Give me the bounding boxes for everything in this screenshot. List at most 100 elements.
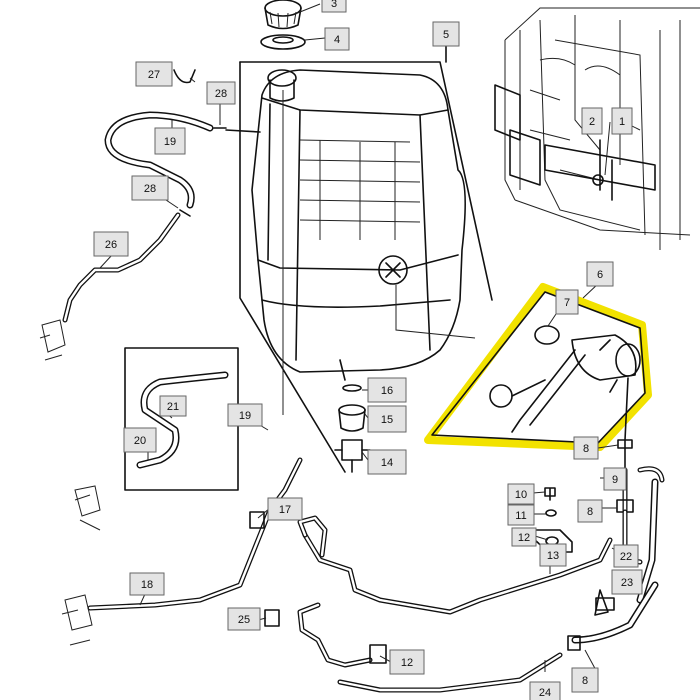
main-fuel-lines <box>87 439 665 693</box>
callout-c12a: 12 <box>511 527 537 547</box>
callout-c15: 15 <box>367 405 407 433</box>
callout-box <box>611 107 633 135</box>
callout-c7: 7 <box>555 289 579 315</box>
callout-c19b: 19 <box>227 403 263 427</box>
callout-number: 24 <box>539 687 551 699</box>
callout-c2: 2 <box>581 107 603 135</box>
callout-number: 16 <box>381 385 393 397</box>
callout-c8a: 8 <box>573 436 599 460</box>
callout-c23: 23 <box>611 569 643 595</box>
callout-c8b: 8 <box>577 499 603 523</box>
callout-box <box>367 405 407 433</box>
callout-box <box>603 467 627 491</box>
callout-number: 15 <box>381 414 393 426</box>
callout-box <box>267 497 303 521</box>
callout-c16: 16 <box>367 377 407 403</box>
callout-c20: 20 <box>123 427 157 453</box>
callout-number: 25 <box>238 614 250 626</box>
callout-box <box>611 569 643 595</box>
callout-c17: 17 <box>267 497 303 521</box>
callout-c6: 6 <box>586 261 614 287</box>
callout-c11: 11 <box>507 504 535 526</box>
sender-leader-lines <box>282 285 476 415</box>
callout-number: 18 <box>141 579 153 591</box>
callout-box <box>507 504 535 526</box>
callout-number: 4 <box>334 34 340 46</box>
callout-number: 8 <box>583 443 589 455</box>
callout-box <box>586 261 614 287</box>
callout-c12b: 12 <box>389 649 425 675</box>
fuel-sender-unit <box>489 325 641 441</box>
callout-box <box>154 127 186 155</box>
callout-c13: 13 <box>539 543 567 567</box>
callout-number: 28 <box>144 183 156 195</box>
callout-number: 19 <box>239 410 251 422</box>
callout-c26: 26 <box>93 231 129 257</box>
clamp-hardware <box>534 487 573 553</box>
callout-number: 5 <box>443 29 449 41</box>
fuel-tank <box>251 69 466 381</box>
callout-box <box>367 449 407 475</box>
callout-box <box>507 483 535 505</box>
callout-c24: 24 <box>529 681 561 700</box>
callout-number: 17 <box>279 504 291 516</box>
callout-box <box>93 231 129 257</box>
callout-box <box>324 27 350 51</box>
callout-number: 12 <box>518 532 530 544</box>
callout-number: 20 <box>134 435 146 447</box>
callout-box <box>206 81 236 105</box>
callout-box <box>159 395 187 417</box>
callout-number: 1 <box>619 116 625 128</box>
callout-number: 14 <box>381 457 393 469</box>
callout-c3: 3 <box>321 0 347 13</box>
callout-box <box>135 61 173 87</box>
callout-box <box>529 681 561 700</box>
callout-box <box>613 544 639 568</box>
callout-box <box>571 667 599 693</box>
callout-c28a: 28 <box>206 81 236 105</box>
callout-c18: 18 <box>129 572 165 596</box>
callout-box <box>511 527 537 547</box>
callout-number: 22 <box>620 551 632 563</box>
callout-c4: 4 <box>324 27 350 51</box>
frame-bracket <box>494 7 700 250</box>
inset-detail-box <box>124 347 239 491</box>
callout-number: 8 <box>582 675 588 687</box>
callout-number: 6 <box>597 269 603 281</box>
callout-c1: 1 <box>611 107 633 135</box>
callout-c19a: 19 <box>154 127 186 155</box>
callout-box <box>129 572 165 596</box>
callout-c27: 27 <box>135 61 173 87</box>
callout-box <box>123 427 157 453</box>
callout-c21: 21 <box>159 395 187 417</box>
callout-number: 13 <box>547 550 559 562</box>
callout-number: 27 <box>148 69 160 81</box>
callout-box <box>227 607 261 631</box>
callout-c28b: 28 <box>131 175 169 201</box>
engine-fittings <box>39 319 101 646</box>
callout-number: 8 <box>587 506 593 518</box>
callout-number: 11 <box>515 510 526 522</box>
callout-c8c: 8 <box>571 667 599 693</box>
callout-box <box>389 649 425 675</box>
callout-c14: 14 <box>367 449 407 475</box>
callout-number: 23 <box>621 577 633 589</box>
callout-number: 7 <box>564 297 570 309</box>
callout-number: 12 <box>401 657 413 669</box>
tank-group-box <box>239 43 493 473</box>
cap-gasket <box>260 34 306 50</box>
sender-unit-highlight <box>424 283 652 451</box>
callout-number: 28 <box>215 88 227 100</box>
callout-c25: 25 <box>227 607 261 631</box>
callout-c10: 10 <box>507 483 535 505</box>
drain-valve <box>334 384 371 473</box>
callout-number: 2 <box>589 116 595 128</box>
callout-number: 9 <box>612 474 618 486</box>
callout-box <box>432 21 460 47</box>
callout-number: 3 <box>331 0 337 10</box>
callout-box <box>555 289 579 315</box>
callout-box <box>367 377 407 403</box>
callout-box <box>227 403 263 427</box>
